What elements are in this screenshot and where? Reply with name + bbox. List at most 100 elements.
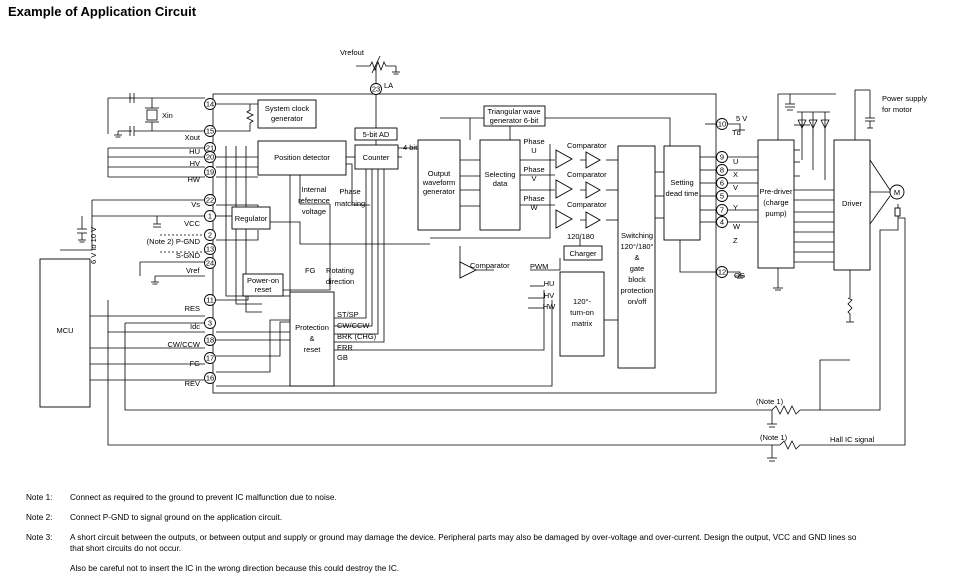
label-vrefout: Vrefout: [340, 48, 365, 57]
note-3-line-2: that short circuits do not occur.: [70, 544, 182, 553]
label-power-on-2: reset: [255, 285, 273, 294]
label-phase-v-2: V: [531, 174, 536, 183]
label-turn-on-2: turn-on: [570, 308, 594, 317]
label-pgnd: (Note 2) P-GND: [147, 237, 201, 246]
label-four-bit: 4 bit: [403, 143, 418, 152]
label-driver: Driver: [842, 199, 863, 208]
pin-11: [204, 294, 216, 306]
label-brk: BRK (CHG): [337, 332, 377, 341]
pin-8-label: 8: [720, 166, 724, 175]
label-phase-w-2: W: [530, 203, 538, 212]
label-position-detector: Position detector: [274, 153, 330, 162]
label-protection-2: &: [309, 334, 314, 343]
application-circuit-diagram: 23 14 15 21 20 19 22 1 2 13 24 11 3 18 1…: [39, 48, 927, 462]
label-xout: Xout: [185, 133, 201, 142]
comparator-v-buffer: [585, 181, 601, 199]
label-out-y: Y: [733, 203, 738, 212]
pin-22: [204, 194, 216, 206]
label-charger: Charger: [569, 249, 597, 258]
pin-10-label: 10: [718, 120, 726, 129]
label-out-w: W: [733, 222, 741, 231]
label-output-waveform-1: Output: [428, 169, 451, 178]
label-phase-matching-2: matching: [335, 199, 365, 208]
labels: Vrefout LA Xin Xout HU HV HW Vs VCC (Not…: [56, 48, 927, 444]
label-internal-ref-2: reference: [298, 196, 330, 205]
label-switching-2: 120°/180°: [620, 242, 653, 251]
comparator-w-buffer: [585, 211, 601, 229]
pin-4: [716, 216, 728, 228]
label-five-v: 5 V: [736, 114, 747, 123]
label-switching-3: &: [634, 253, 639, 262]
label-switching-1: Switching: [621, 231, 653, 240]
label-out-v: V: [733, 183, 738, 192]
pin-6: [716, 177, 728, 189]
label-switching-7: on/off: [628, 297, 648, 306]
label-pre-driver-3: pump): [765, 209, 787, 218]
pin-21-label: 21: [206, 144, 214, 153]
pin-14: [204, 98, 216, 110]
label-hv-in: HV: [544, 291, 554, 300]
pins: 23 14 15 21 20 19 22 1 2 13 24 11 3 18 1…: [204, 83, 728, 384]
page-title: Example of Application Circuit: [8, 4, 197, 19]
pin-22-label: 22: [206, 196, 214, 205]
dead-time-block: [663, 145, 701, 241]
pin-1: [204, 210, 216, 222]
label-counter: Counter: [363, 153, 390, 162]
pin-24-label: 24: [206, 259, 214, 268]
pin-16-label: 16: [206, 374, 214, 383]
label-switching-4: gate: [630, 264, 645, 273]
label-comparator-w: Comparator: [567, 200, 607, 209]
label-phase-v-1: Phase: [523, 165, 544, 174]
label-power-on-1: Power-on: [247, 276, 279, 285]
pin-13: [204, 243, 216, 255]
switching-block: [617, 145, 656, 369]
label-turn-on-3: matrix: [572, 319, 593, 328]
label-output-waveform-3: generator: [423, 187, 456, 196]
counter-block: [354, 144, 399, 170]
label-turn-on-1: 120°-: [573, 297, 592, 306]
label-err: ERR: [337, 343, 353, 352]
pin-17-label: 17: [206, 354, 214, 363]
label-hw: HW: [188, 175, 201, 184]
label-note1b: (Note 1): [760, 433, 788, 442]
label-vcc: VCC: [184, 219, 200, 228]
label-triangular-1: Triangular wave: [487, 107, 540, 116]
pin-20: [204, 151, 216, 163]
pin-2-label: 2: [208, 231, 212, 240]
label-comparator-v: Comparator: [567, 170, 607, 179]
pin-7: [716, 204, 728, 216]
pin-8: [716, 164, 728, 176]
label-regulator: Regulator: [235, 214, 268, 223]
driver-block: [833, 139, 871, 271]
label-vref: Vref: [186, 266, 200, 275]
turn-on-matrix-block: [559, 271, 605, 357]
label-out-z: Z: [733, 236, 738, 245]
label-selecting-2: data: [493, 179, 508, 188]
output-waveform-block: [417, 139, 461, 231]
comparator-w: [555, 209, 573, 229]
label-rotating-2: direction: [326, 277, 354, 286]
pin-19-label: 19: [206, 168, 214, 177]
label-system-clock-1: System clock: [265, 104, 309, 113]
label-comparator-pwm: Comparator: [470, 261, 510, 270]
label-td: Td: [732, 128, 741, 137]
functional-blocks: [39, 99, 905, 408]
charger-block: [563, 245, 603, 261]
label-protection-3: reset: [304, 345, 322, 354]
note-1-text: Connect as required to the ground to pre…: [70, 493, 337, 502]
label-note1a: (Note 1): [756, 397, 784, 406]
label-phase-w-1: Phase: [523, 194, 544, 203]
pin-17: [204, 352, 216, 364]
pin-20-label: 20: [206, 153, 214, 162]
label-mcu: MCU: [56, 326, 73, 335]
pin-15: [204, 125, 216, 137]
pin-9: [716, 151, 728, 163]
label-cwccw: CW/CCW: [168, 340, 201, 349]
label-power-supply-1: Power supply: [882, 94, 927, 103]
note-2-text: Connect P-GND to signal ground on the ap…: [70, 513, 283, 522]
note-3-line-3: Also be careful not to insert the IC in …: [70, 564, 400, 573]
label-phase-u-1: Phase: [523, 137, 544, 146]
label-sgnd: S-GND: [176, 251, 201, 260]
label-phase-matching-1: Phase: [339, 187, 360, 196]
label-internal-ref-3: voltage: [302, 207, 326, 216]
